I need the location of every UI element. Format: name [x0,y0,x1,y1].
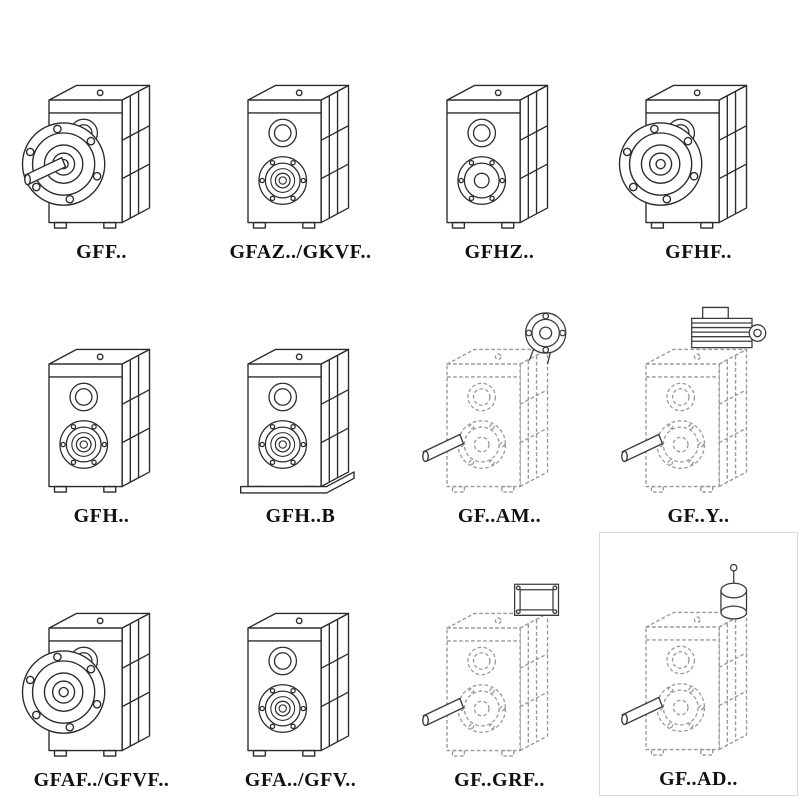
type-label: GF..AM.. [457,505,542,527]
gear-unit-hollow-shaft-drawing [246,84,349,229]
gear-unit-cell-gfhz: GFHZ.. [400,4,599,268]
gear-unit-dashed-input-shaft-adapter-drawing [620,563,747,756]
gear-unit-cell-gff: GFF.. [2,4,201,268]
type-label: GFA../GFV.. [244,769,357,791]
gear-unit-shaft-mounted-drawing [246,612,349,757]
type-label: GF..GRF.. [454,769,545,791]
type-label: GF..AD.. [659,768,738,790]
gear-unit-hollow-shaft-housing-drawing [47,348,150,493]
gear-unit-flange-with-solid-shaft-drawing [21,84,150,229]
gear-unit-cell-gfhf: GFHF.. [599,4,798,268]
gear-unit-cell-gfaz-gkvf: GFAZ../GKVF.. [201,4,400,268]
gear-unit-flange-mounted-drawing [21,612,150,757]
gear-unit-cell-gf-y: GF..Y.. [599,268,798,532]
gear-unit-cell-gfa-gfv: GFA../GFV.. [201,532,400,796]
gear-unit-cell-gf-ad: GF..AD.. [599,532,798,796]
gear-unit-cell-gf-am: GF..AM.. [400,268,599,532]
type-label: GFAF../GFVF.. [33,769,170,791]
type-label: GFH..B [265,505,336,527]
type-label: GFF.. [76,241,127,263]
type-label: GFHF.. [665,241,732,263]
gear-unit-flange-hollow-shaft-drawing [618,84,747,229]
gear-unit-dashed-with-motor-drawing [620,306,766,493]
gear-unit-cell-gfh: GFH.. [2,268,201,532]
gear-unit-dashed-input-flange-adapter-drawing [421,312,566,493]
type-label: GFHZ.. [464,241,535,263]
type-label: GF..Y.. [667,505,730,527]
type-label: GFAZ../GKVF.. [229,241,372,263]
gear-unit-cell-gfh-b: GFH..B [201,268,400,532]
gear-unit-cell-gf-grf: GF..GRF.. [400,532,599,796]
gear-unit-cell-gfaf-gfvf: GFAF../GFVF.. [2,532,201,796]
type-label: GFH.. [73,505,130,527]
gear-unit-hollow-shrink-disc-drawing [445,84,548,229]
gear-unit-hollow-shaft-base-plate-drawing [239,348,355,494]
gear-unit-dashed-gear-input-box-drawing [421,583,559,757]
